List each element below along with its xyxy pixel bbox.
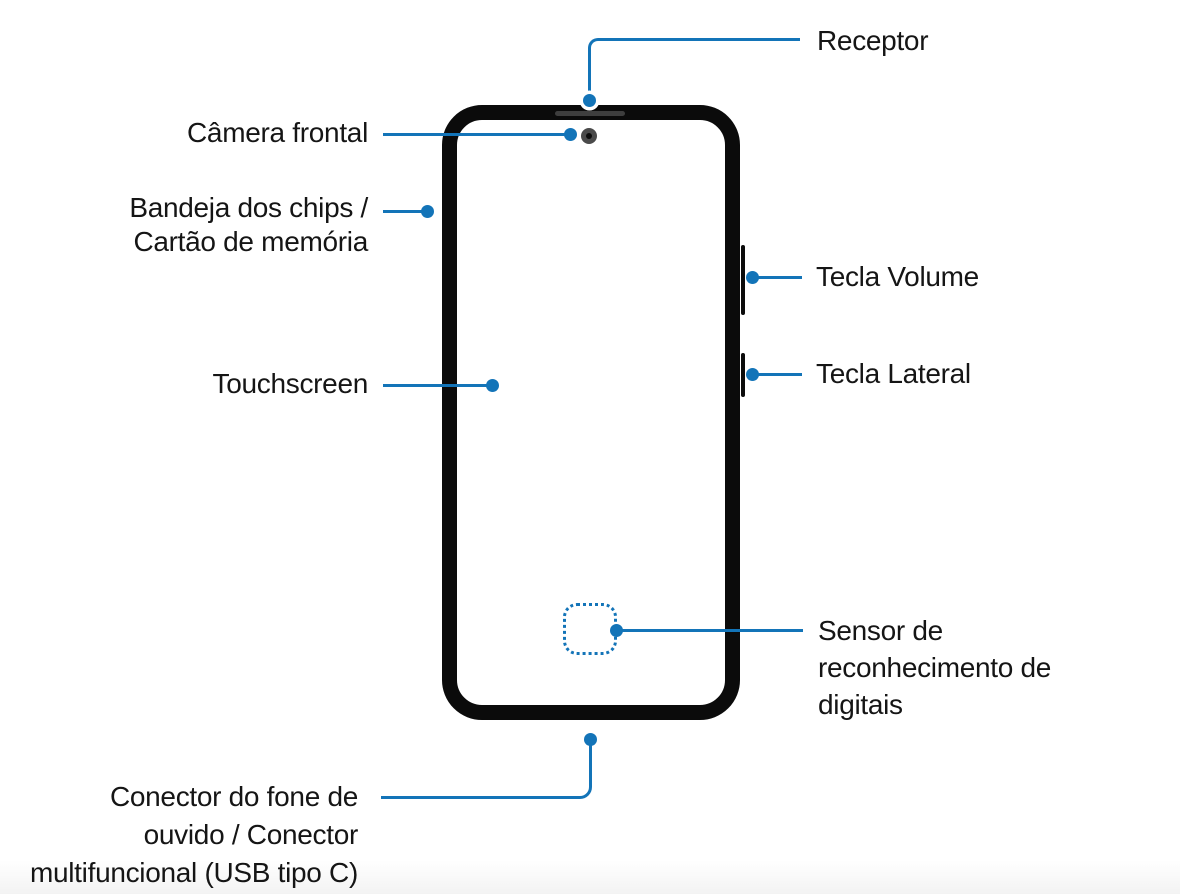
callout-line-receptor <box>588 38 800 100</box>
callout-line-side-key <box>752 372 802 376</box>
callout-dot-sim-tray <box>421 204 434 218</box>
callout-dot-fingerprint <box>609 623 623 637</box>
label-receptor: Receptor <box>817 25 929 56</box>
label-fingerprint-line2: reconhecimento de <box>818 652 1052 683</box>
label-volume-key: Tecla Volume <box>816 261 979 292</box>
callout-dot-receptor <box>583 93 596 107</box>
label-fingerprint-sensor: Sensor de reconhecimento de digitais <box>818 612 1051 723</box>
label-touchscreen: Touchscreen <box>212 368 369 399</box>
label-connector-line2: ouvido / Conector <box>143 819 359 850</box>
side-key <box>741 353 745 397</box>
callout-line-sim-tray <box>383 209 428 213</box>
callout-line-front-camera <box>383 132 571 136</box>
fingerprint-sensor-area <box>563 603 617 655</box>
callout-line-touchscreen <box>383 383 493 387</box>
label-side-key: Tecla Lateral <box>816 358 971 389</box>
label-fingerprint-line1: Sensor de <box>818 615 943 646</box>
callout-dot-touchscreen <box>485 378 499 392</box>
callout-dot-connector <box>584 732 597 746</box>
label-connector: Conector do fone de ouvido / Conector mu… <box>30 778 358 892</box>
callout-line-fingerprint <box>616 628 803 632</box>
label-connector-line3: multifuncional (USB tipo C) <box>29 857 358 888</box>
label-connector-line1: Conector do fone de <box>109 781 358 812</box>
bottom-fade <box>0 860 1180 894</box>
callout-dot-side-key <box>746 367 759 381</box>
callout-dot-front-camera <box>563 127 577 141</box>
callout-line-connector <box>381 739 592 799</box>
front-camera-lens <box>581 128 597 144</box>
label-front-camera: Câmera frontal <box>187 117 368 148</box>
callout-line-volume-key <box>752 276 802 279</box>
callout-dot-volume-key <box>746 271 759 284</box>
receiver-slot <box>555 111 625 116</box>
volume-key <box>741 245 745 315</box>
phone-outline <box>442 105 740 720</box>
label-sim-tray-line1: Bandeja dos chips / <box>129 192 368 223</box>
label-fingerprint-line3: digitais <box>818 689 903 720</box>
camera-lens-pupil <box>586 133 592 139</box>
label-sim-tray-line2: Cartão de memória <box>133 226 368 257</box>
label-sim-tray: Bandeja dos chips / Cartão de memória <box>129 191 368 259</box>
